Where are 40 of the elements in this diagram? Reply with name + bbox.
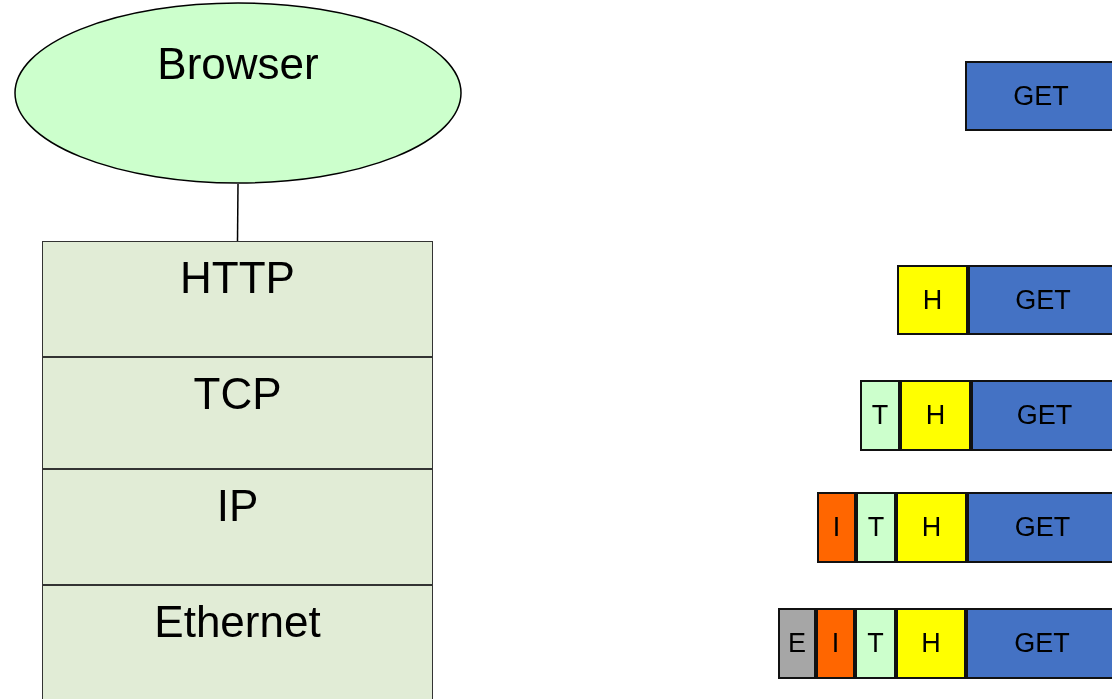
- node-label: GET: [1014, 630, 1070, 657]
- payload-segment: [966, 608, 1112, 679]
- connector-line: [236, 183, 239, 242]
- header-segment: [778, 608, 816, 679]
- node-label: H: [922, 286, 943, 314]
- node-label: T: [867, 514, 885, 541]
- header-segment: [860, 380, 900, 451]
- node-label: I: [831, 630, 840, 657]
- header-segment: [900, 380, 971, 451]
- protocol-layer: [42, 585, 433, 699]
- node-label: H: [921, 630, 941, 657]
- node-label: I: [832, 514, 841, 541]
- protocol-layer: [42, 469, 433, 585]
- node-label: GET: [1016, 402, 1073, 429]
- node-label: H: [921, 514, 942, 541]
- node-label: TCP: [193, 372, 282, 416]
- header-segment: [855, 608, 896, 679]
- node-label: Ethernet: [154, 600, 321, 644]
- node-label: H: [925, 402, 946, 429]
- node-label: T: [871, 402, 889, 429]
- node-label: GET: [1014, 514, 1071, 541]
- node-label: GET: [1013, 82, 1069, 110]
- payload-segment: [968, 265, 1112, 335]
- header-segment: [896, 492, 967, 563]
- payload-segment: [971, 380, 1112, 451]
- header-segment: [896, 608, 966, 679]
- node-label: GET: [1015, 286, 1071, 314]
- payload-segment: [967, 492, 1112, 563]
- protocol-layer: [42, 357, 433, 469]
- node-label: IP: [216, 484, 259, 528]
- node-label: T: [867, 630, 884, 657]
- node-label: Browser: [157, 42, 319, 86]
- header-segment: [816, 608, 855, 679]
- header-segment: [817, 492, 856, 563]
- node-label: HTTP: [180, 256, 295, 300]
- node-label: E: [788, 630, 806, 657]
- header-segment: [897, 265, 968, 335]
- protocol-layer: [42, 241, 433, 357]
- header-segment: [856, 492, 896, 563]
- payload-segment: [965, 61, 1112, 131]
